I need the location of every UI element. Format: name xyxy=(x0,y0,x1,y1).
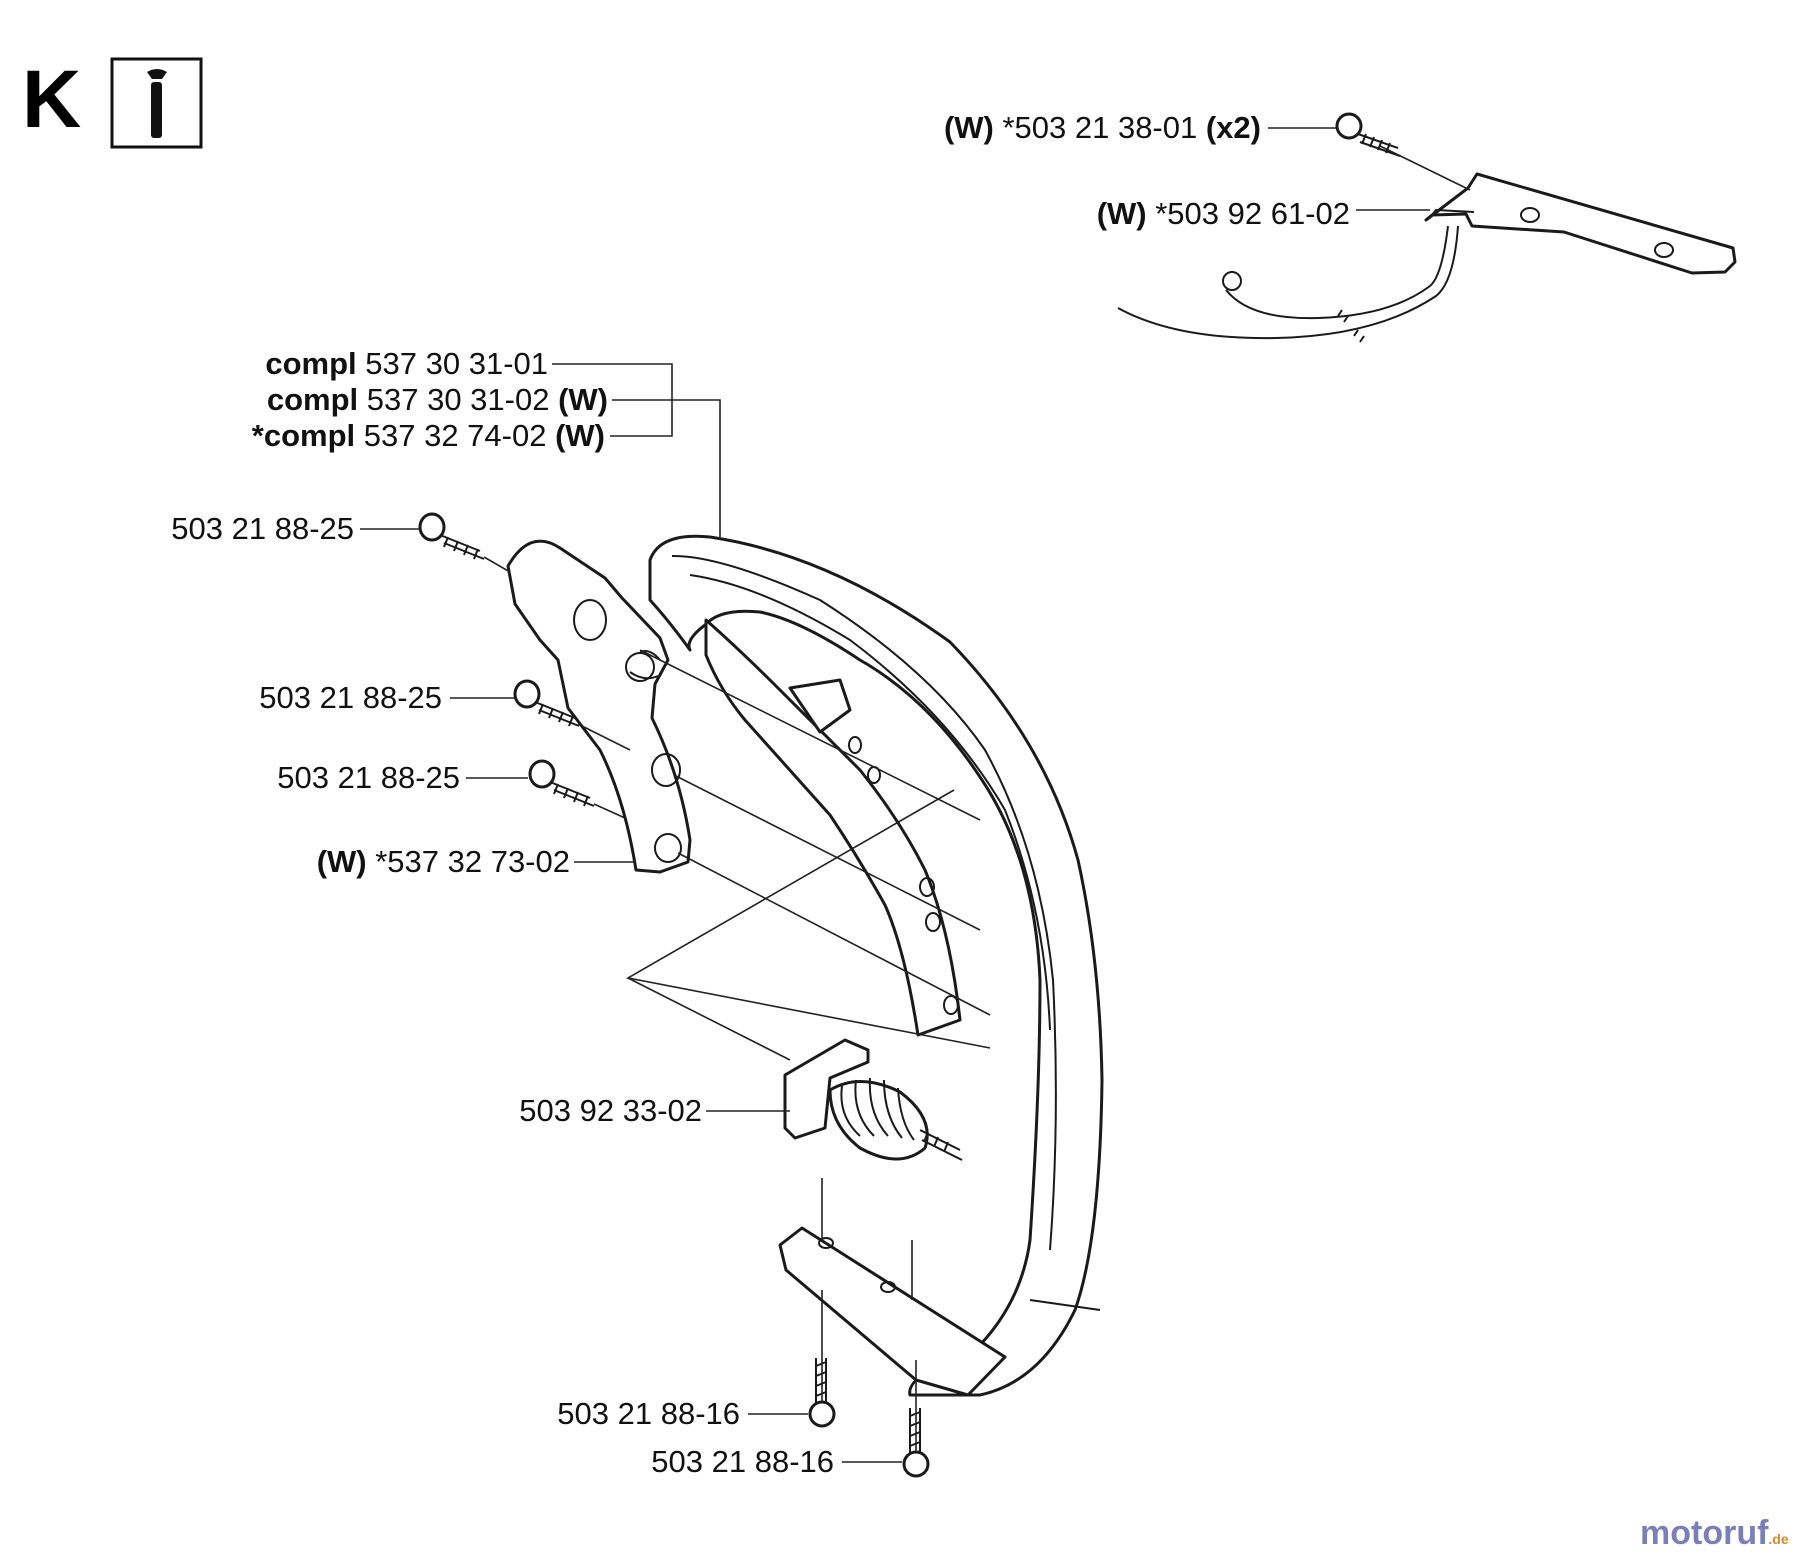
assembly-guide-lines xyxy=(483,145,1471,1452)
switch-bracket-part xyxy=(1117,172,1737,343)
screw-2-part xyxy=(513,679,580,727)
plate-part xyxy=(506,539,692,874)
label-bolt-x2: (W) *503 21 38-01 (x2) xyxy=(944,110,1261,145)
wrench-info-icon xyxy=(110,57,203,149)
damper-part xyxy=(783,1038,963,1161)
front-handle-bar-part xyxy=(648,534,1104,1397)
bolt-x2-part xyxy=(1335,112,1401,157)
watermark-logo: motoruf.de xyxy=(1640,1514,1789,1552)
screw-3-part xyxy=(528,759,595,807)
label-compl-2: compl 537 30 31-02 (W) xyxy=(267,382,608,417)
label-bottom-screw-2: 503 21 88-16 xyxy=(651,1444,834,1479)
screw-1-part xyxy=(418,512,485,560)
label-plate: (W) *537 32 73-02 xyxy=(317,844,570,879)
section-letter: K xyxy=(22,54,81,145)
label-compl-1: compl 537 30 31-01 xyxy=(265,346,548,381)
bottom-screw-2-part xyxy=(902,1408,930,1478)
label-bottom-screw-1: 503 21 88-16 xyxy=(557,1396,740,1431)
label-compl-3: *compl 537 32 74-02 (W) xyxy=(252,418,605,453)
label-screw-3: 503 21 88-25 xyxy=(277,760,460,795)
leader-lines xyxy=(360,127,1430,1463)
label-damper: 503 92 33-02 xyxy=(519,1093,702,1128)
label-screw-2: 503 21 88-25 xyxy=(259,680,442,715)
label-screw-1: 503 21 88-25 xyxy=(171,511,354,546)
label-switch: (W) *503 92 61-02 xyxy=(1097,196,1350,231)
